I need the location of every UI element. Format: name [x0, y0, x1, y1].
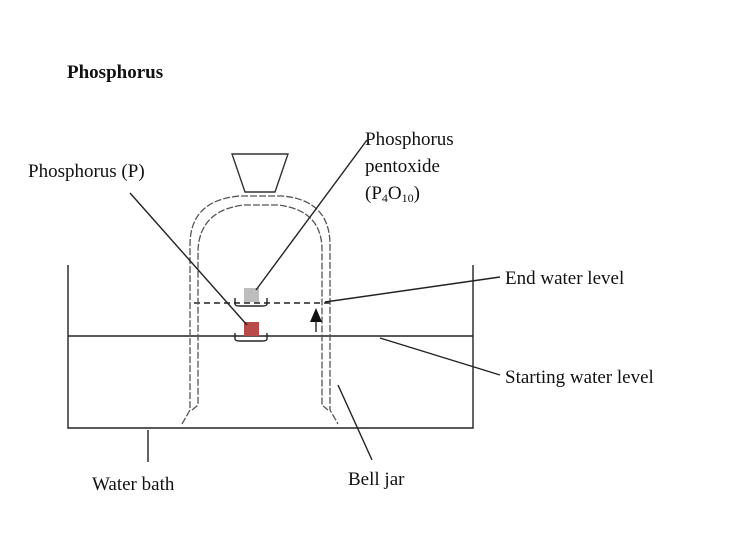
pentoxide-formula-open: (P	[365, 183, 382, 204]
bell-jar-inner	[191, 204, 329, 411]
diagram-title: Phosphorus	[67, 62, 163, 83]
bell-jar-stopper	[231, 153, 289, 193]
pentoxide-subscript-10: 10	[402, 191, 414, 205]
pentoxide-formula: (P4O10)	[365, 183, 420, 205]
bell-jar-outer	[181, 195, 339, 425]
starting-level-leader-line	[379, 337, 501, 376]
pentoxide-formula-close: )	[414, 183, 420, 204]
starting-water-level-label: Starting water level	[505, 367, 654, 388]
end-level-leader-line	[324, 276, 501, 303]
up-arrow-icon	[310, 308, 322, 322]
pentoxide-block	[244, 288, 259, 302]
phosphorus-leader-line	[129, 192, 248, 326]
water-bath-container	[67, 265, 474, 429]
bell-jar-label: Bell jar	[348, 469, 405, 490]
lower-dish	[234, 333, 268, 342]
bell-jar-leader-line	[337, 384, 373, 461]
phosphorus-label: Phosphorus (P)	[28, 161, 145, 182]
end-water-level-label: End water level	[505, 268, 624, 289]
pentoxide-label-line1: Phosphorus	[365, 129, 454, 150]
upper-dish	[234, 298, 268, 307]
phosphorus-block	[244, 322, 259, 336]
pentoxide-subscript-4: 4	[382, 191, 388, 205]
pentoxide-leader-line	[255, 139, 368, 291]
pentoxide-formula-o: O	[388, 183, 402, 204]
pentoxide-label-line2: pentoxide	[365, 156, 440, 177]
water-bath-label: Water bath	[92, 474, 175, 495]
